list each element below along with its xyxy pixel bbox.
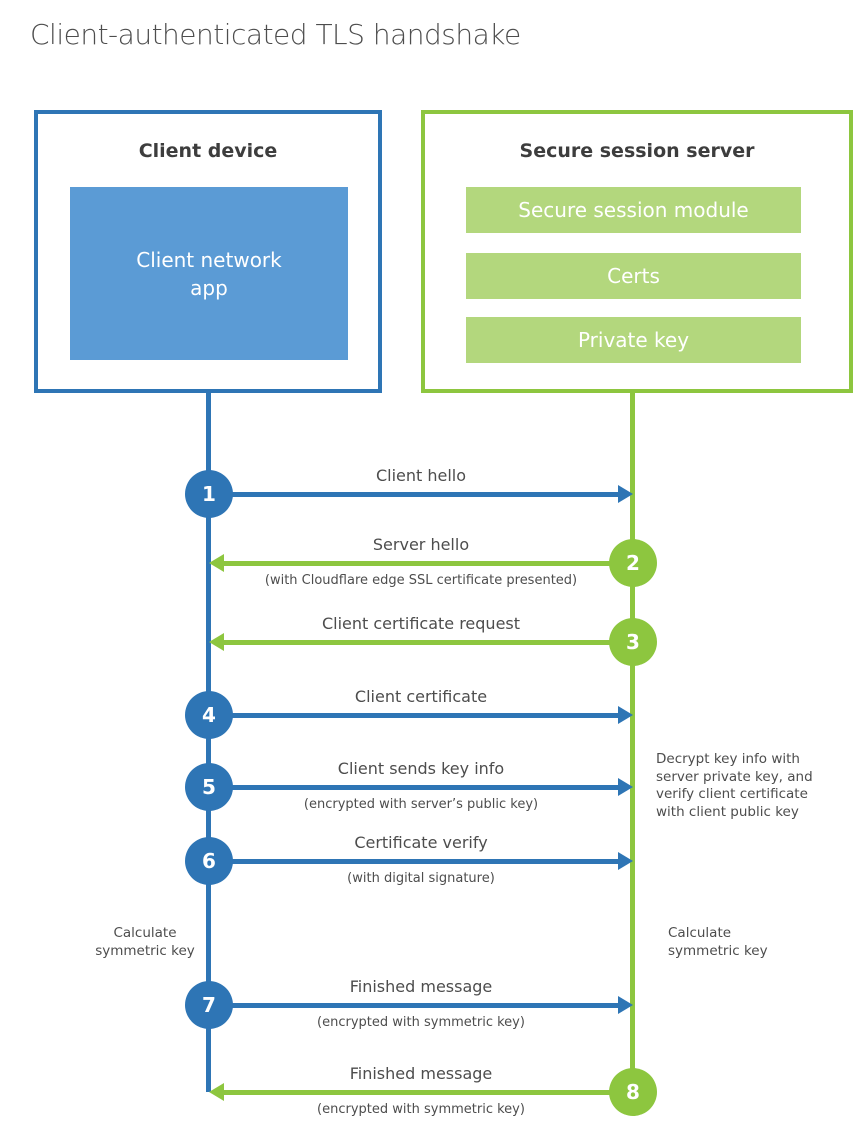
step-6-badge: 6 xyxy=(185,837,233,885)
step-1-label: Client hello xyxy=(375,466,467,485)
step-7-label: Finished message xyxy=(349,977,493,996)
step-7-sublabel: (encrypted with symmetric key) xyxy=(317,1015,525,1030)
step-8-arrow xyxy=(222,1090,633,1095)
arrow-left-icon xyxy=(209,554,224,572)
decrypt-note: Decrypt key info with server private key… xyxy=(656,751,813,820)
step-4-arrow xyxy=(209,713,621,718)
step-4-badge: 4 xyxy=(185,691,233,739)
step-2-label: Server hello xyxy=(372,535,470,554)
step-3-label: Client certificate request xyxy=(321,614,521,633)
step-2-sublabel: (with Cloudflare edge SSL certificate pr… xyxy=(264,573,578,588)
step-4-label: Client certificate xyxy=(354,687,488,706)
step-5-sublabel: (encrypted with server’s public key) xyxy=(303,797,539,812)
arrow-right-icon xyxy=(618,706,633,724)
step-8-label: Finished message xyxy=(349,1064,493,1083)
step-7-badge: 7 xyxy=(185,981,233,1029)
server-lifeline xyxy=(630,391,635,1069)
arrow-left-icon xyxy=(209,633,224,651)
step-5-label: Client sends key info xyxy=(337,759,505,778)
client-network-app-label: Client network app xyxy=(136,247,282,300)
arrow-right-icon xyxy=(618,485,633,503)
secure-session-module-bar: Secure session module xyxy=(466,187,801,233)
page-title: Client-authenticated TLS handshake xyxy=(30,18,521,51)
private-key-bar: Private key xyxy=(466,317,801,363)
step-2-badge: 2 xyxy=(609,539,657,587)
secure-session-server-box: Secure session server Secure session mod… xyxy=(421,110,853,393)
step-3-badge: 3 xyxy=(609,618,657,666)
arrow-right-icon xyxy=(618,852,633,870)
client-device-title: Client device xyxy=(138,140,278,162)
arrow-left-icon xyxy=(209,1083,224,1101)
client-device-box: Client device Client network app xyxy=(34,110,382,393)
step-8-sublabel: (encrypted with symmetric key) xyxy=(317,1102,525,1117)
step-5-badge: 5 xyxy=(185,763,233,811)
arrow-right-icon xyxy=(618,996,633,1014)
step-3-arrow xyxy=(222,640,633,645)
client-network-app-box: Client network app xyxy=(70,187,348,360)
step-1-arrow xyxy=(209,492,621,497)
client-lifeline xyxy=(206,391,211,1092)
step-6-sublabel: (with digital signature) xyxy=(347,871,495,886)
certs-bar: Certs xyxy=(466,253,801,299)
step-1-badge: 1 xyxy=(185,470,233,518)
arrow-right-icon xyxy=(618,778,633,796)
step-6-label: Certificate verify xyxy=(354,833,488,852)
step-5-arrow xyxy=(209,785,621,790)
step-8-badge: 8 xyxy=(609,1068,657,1116)
secure-session-server-title: Secure session server xyxy=(519,140,755,162)
step-2-arrow xyxy=(222,561,633,566)
calculate-symmetric-key-note-right: Calculate symmetric key xyxy=(668,925,768,959)
step-6-arrow xyxy=(209,859,621,864)
step-7-arrow xyxy=(209,1003,621,1008)
calculate-symmetric-key-note-left: Calculate symmetric key xyxy=(95,925,195,959)
